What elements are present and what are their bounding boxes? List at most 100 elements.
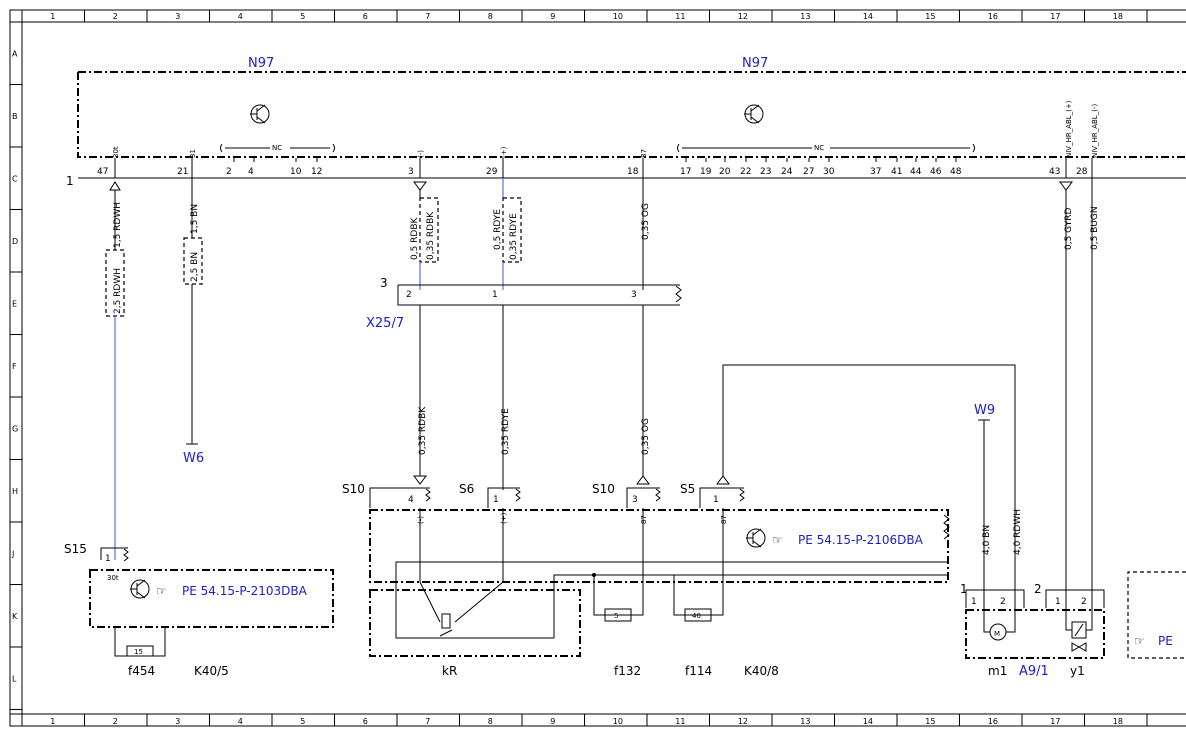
pin-30: 30 [823, 167, 835, 177]
wire-label-0-5-gyrd: 0,5 GYRD [1064, 208, 1074, 250]
pin-2: 2 [226, 167, 232, 177]
arrow-down-icon [413, 475, 427, 485]
pin-19: 19 [700, 167, 712, 177]
pin-22: 22 [740, 167, 751, 177]
transistor-icon [250, 104, 270, 124]
fuse-f132 [604, 608, 632, 622]
grid-column-label: 18 [1113, 717, 1123, 726]
sheet-frame [9, 9, 1186, 727]
grid-row-label: H [12, 487, 18, 496]
pin-37: 37 [870, 167, 881, 177]
s5-label: S5 [680, 482, 695, 496]
wire-label-0-35-og-lower: 0,35 OG [641, 418, 651, 455]
pe-2103-reference[interactable]: PE 54.15-P-2103DBA [182, 584, 308, 598]
conn-2-label: 2 [1034, 582, 1042, 596]
grid-row-label: F [12, 362, 17, 371]
grid-column-label: 3 [175, 12, 180, 21]
conn-1-label: 1 [960, 582, 968, 596]
y1-pin-1: 1 [1055, 597, 1061, 607]
grid-column-label: 9 [550, 717, 555, 726]
grid-column-label: 3 [175, 717, 180, 726]
grid-column-label: 1 [50, 12, 55, 21]
pe-cut-reference[interactable]: PE [1158, 634, 1173, 648]
wire-label-1-5-bn: 1,5 BN [190, 204, 200, 234]
grid-column-label: 10 [613, 12, 623, 21]
pin-47: 47 [97, 167, 108, 177]
pin-18-signal: 87 [640, 149, 648, 158]
node-3-label: 3 [380, 276, 388, 290]
wire-label-4-0-rdwh: 4,0 RDWH [1013, 509, 1023, 555]
s15-pin-1: 1 [105, 554, 111, 564]
pin-29: 29 [486, 167, 498, 177]
s10-right-label: S10 [592, 482, 615, 496]
s10r-pin-3: 3 [632, 495, 638, 505]
grid-column-label: 16 [988, 12, 998, 21]
grid-row-label: D [12, 237, 18, 246]
pin-21-signal: 31 [189, 149, 197, 158]
s10-signal: (-) [417, 516, 425, 524]
x25-7-label: X25/7 [366, 316, 404, 331]
s10-left-label: S10 [342, 482, 365, 496]
pin-47-signal: 30t [112, 146, 120, 158]
arrow-up-icon [636, 475, 650, 485]
pin-29-signal: (+) [500, 146, 508, 158]
k40-8-label: K40/8 [744, 664, 779, 678]
pe-2106-reference[interactable]: PE 54.15-P-2106DBA [798, 533, 924, 547]
arrow-up-icon [716, 475, 730, 485]
grid-column-label: 17 [1050, 12, 1060, 21]
grid-row-label: G [12, 424, 18, 433]
grid-column-label: 2 [113, 717, 118, 726]
grid-column-label: 14 [863, 12, 873, 21]
grid-column-label: 8 [488, 717, 493, 726]
m1-pin-1: 1 [971, 597, 977, 607]
grid-column-label: 4 [238, 12, 243, 21]
pin-20: 20 [719, 167, 731, 177]
grid-column-label: 1 [50, 717, 55, 726]
grid-column-label: 2 [113, 12, 118, 21]
reference-hand-icon: ☞ [156, 584, 167, 598]
w6-label: W6 [183, 451, 204, 466]
pin-24: 24 [781, 167, 793, 177]
m1-label: m1 [988, 664, 1007, 678]
w9-label: W9 [974, 403, 995, 418]
pin-21: 21 [177, 167, 188, 177]
a9-1-label: A9/1 [1019, 664, 1049, 679]
grid-column-label: 8 [488, 12, 493, 21]
grid-row-label: B [12, 112, 18, 121]
pin-28-signal: NIV_HR_ABL_(-) [1091, 104, 1099, 158]
s6-pin-1: 1 [493, 495, 499, 505]
s6-signal: (+) [500, 512, 508, 524]
f114-label: f114 [685, 664, 712, 678]
grid-row-label: J [11, 549, 14, 558]
grid-column-label: 16 [988, 717, 998, 726]
pin-3: 3 [408, 167, 414, 177]
pin-18: 18 [627, 167, 639, 177]
s15-label: S15 [64, 542, 87, 556]
arrow-up-icon [109, 181, 121, 191]
fuse-f114 [684, 608, 712, 622]
grid-column-label: 4 [238, 717, 243, 726]
reference-hand-icon: ☞ [1134, 634, 1145, 648]
k40-5-label: K40/5 [194, 664, 229, 678]
wire-label-0-35-rdbk: 0,35 RDBK [426, 211, 436, 260]
pin-48: 48 [950, 167, 962, 177]
pin-28: 28 [1076, 167, 1088, 177]
grid-row-label: A [12, 49, 18, 58]
wire-label-1-5-rdwh: 1,5 RDWH [113, 202, 123, 248]
transistor-icon [746, 528, 766, 548]
nc-label-right: NC [814, 144, 824, 152]
reference-hand-icon: ☞ [772, 533, 783, 547]
f454-label: f454 [128, 664, 155, 678]
s5-signal: 87 [720, 515, 728, 524]
pin-41: 41 [891, 167, 902, 177]
wire-label-0-35-rdbk-lower: 0,35 RDBK [418, 406, 428, 455]
grid-column-label: 6 [363, 12, 368, 21]
s15-signal: 30t [107, 574, 119, 582]
wire-label-0-35-rdye: 0,35 RDYE [509, 213, 519, 260]
grid-column-label: 17 [1050, 717, 1060, 726]
m1-pin-2: 2 [1000, 597, 1006, 607]
grid-column-label: 14 [863, 717, 873, 726]
